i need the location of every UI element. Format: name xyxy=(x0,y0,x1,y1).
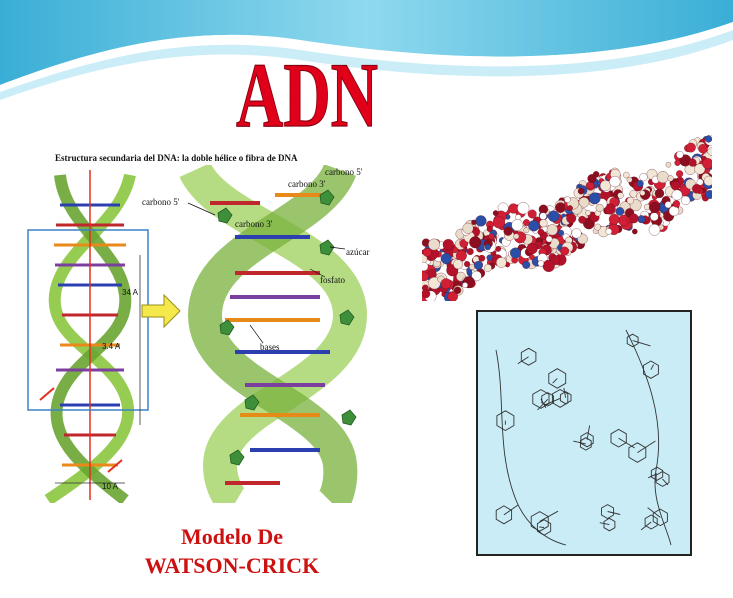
figure-header: Estructura secundaria del DNA: la doble … xyxy=(55,153,298,163)
label-carbono5-top: carbono 5' xyxy=(325,167,363,177)
slide-title: ADN xyxy=(235,48,378,138)
right-helix: carbono 5' carbono 3' carbono 5' carbono… xyxy=(142,165,369,503)
dna-chemical-structure xyxy=(476,310,692,556)
rise-label: 3.4 A xyxy=(102,342,121,351)
label-fosfato: fosfato xyxy=(320,275,345,285)
width-label: 10 A xyxy=(102,482,119,491)
label-bases: bases xyxy=(260,342,280,352)
pitch-label: 34 A xyxy=(122,288,139,297)
model-caption: Modelo De WATSON-CRICK xyxy=(132,522,332,580)
dna-helix-diagram: 34 A 3.4 A 10 A xyxy=(27,165,369,503)
dna-spacefill-image xyxy=(422,135,712,301)
label-carbono3-mid: carbono 3' xyxy=(235,219,273,229)
header-wave xyxy=(0,0,733,100)
label-carbono5-left: carbono 5' xyxy=(142,197,180,207)
caption-line-2: WATSON-CRICK xyxy=(144,553,320,578)
arrow-icon xyxy=(141,293,181,329)
svg-text:ADN: ADN xyxy=(236,48,378,138)
label-azucar: azúcar xyxy=(346,247,369,257)
caption-line-1: Modelo De xyxy=(180,524,284,549)
label-carbono3-top: carbono 3' xyxy=(288,179,326,189)
left-helix: 34 A 3.4 A 10 A xyxy=(27,170,149,503)
